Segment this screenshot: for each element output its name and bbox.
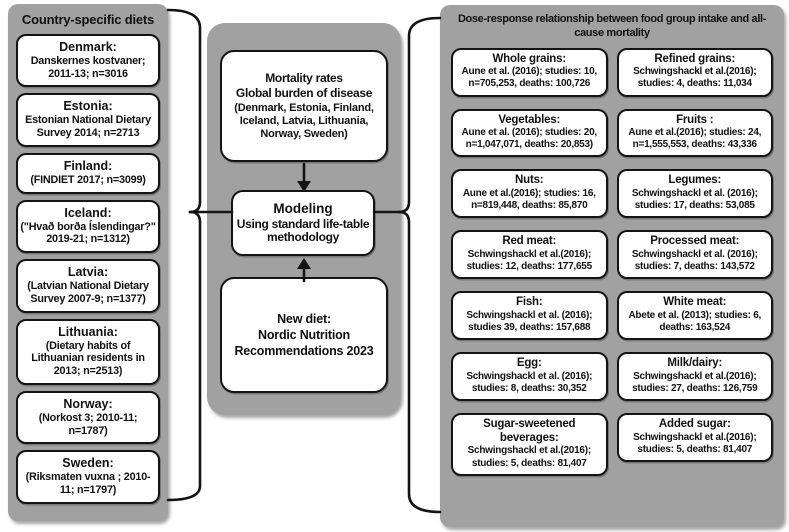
food-evidence: Schwingshackl et al.(2016); studies: 4, …	[633, 66, 757, 90]
modeling-box: Modeling Using standard life-table metho…	[231, 190, 375, 256]
country-box-denmark: Denmark: Danskernes kostvaner; 2011-13; …	[16, 34, 160, 88]
food-name: Red meat:	[502, 235, 557, 248]
food-box-egg: Egg: Schwingshackl et al. (2016); studie…	[451, 352, 608, 402]
country-survey-detail: Estonian National Dietary Survey 2014; n…	[25, 114, 151, 140]
food-evidence: Schwingshackl et al. (2016); studies 39,…	[466, 309, 593, 334]
food-box-sugar-sweetened-beverages: Sugar-sweetened beverages: Schwingshackl…	[451, 413, 608, 476]
food-evidence: Aune et al. (2016); studies: 20, n=1,047…	[461, 127, 598, 151]
food-evidence: Aune et al. (2016); studies: 10, n=705,2…	[461, 66, 598, 90]
country-box-estonia: Estonia: Estonian National Dietary Surve…	[16, 93, 160, 147]
dose-response-title: Dose-response relationship between food …	[457, 13, 767, 40]
food-box-vegetables: Vegetables: Aune et al. (2016); studies:…	[451, 108, 608, 158]
country-survey-detail: (Riksmaten vuxna ; 2010-11; n=1797)	[25, 471, 151, 497]
food-box-processed-meat: Processed meat: Schwingshackl et al. (20…	[616, 230, 773, 280]
country-name: Norway:	[63, 396, 113, 411]
food-evidence: Schwingshackl et al. (2016); studies: 8,…	[466, 370, 593, 395]
food-evidence: Schwingshackl et al.(2016); studies: 5, …	[633, 431, 757, 455]
mortality-line: Global burden of disease	[235, 85, 373, 100]
new-diet-line: Recommendations 2023	[234, 344, 374, 359]
country-name: Denmark:	[59, 40, 117, 54]
new-diet-box: New diet: Nordic Nutrition Recommendatio…	[220, 277, 388, 393]
food-evidence: Schwingshackl et al.(2016); studies: 12,…	[466, 248, 593, 273]
food-name: Fruits :	[676, 113, 714, 126]
food-evidence: Abete et al. (2013); studies: 6, deaths:…	[628, 309, 762, 334]
food-name: Refined grains:	[654, 52, 736, 65]
food-box-fish: Fish: Schwingshackl et al. (2016); studi…	[451, 291, 608, 341]
food-box-refined-grains: Refined grains: Schwingshackl et al.(201…	[616, 47, 773, 97]
food-name: Nuts:	[515, 174, 544, 187]
country-box-sweden: Sweden: (Riksmaten vuxna ; 2010-11; n=17…	[16, 450, 160, 504]
country-name: Latvia:	[67, 265, 109, 280]
food-name: Whole grains:	[492, 52, 567, 65]
dose-response-panel: Dose-response relationship between food …	[440, 5, 784, 527]
food-box-whole-grains: Whole grains: Aune et al. (2016); studie…	[451, 47, 608, 97]
food-evidence: Aune et al.(2016); studies: 16, n=819,44…	[462, 188, 596, 212]
food-name: Egg:	[516, 357, 542, 370]
food-evidence: Schwingshackl et al.(2016); studies: 5, …	[467, 445, 592, 469]
modeling-panel: Mortality rates Global burden of disease…	[207, 23, 401, 415]
food-name: White meat:	[663, 296, 727, 309]
country-box-finland: Finland: (FINDIET 2017; n=3099)	[16, 152, 160, 194]
country-survey-detail: (Norkost 3; 2010-11; n=1787)	[38, 411, 138, 437]
food-box-milk-dairy: Milk/dairy: Schwingshackl et al.(2016); …	[616, 352, 773, 402]
country-name: Iceland:	[64, 205, 112, 220]
new-diet-line: New diet:	[277, 311, 331, 326]
food-name: Vegetables:	[498, 113, 561, 126]
food-columns: Whole grains: Aune et al. (2016); studie…	[440, 45, 784, 486]
mortality-rates-box: Mortality rates Global burden of disease…	[220, 50, 388, 162]
country-box-norway: Norway: (Norkost 3; 2010-11; n=1787)	[16, 390, 160, 445]
country-box-latvia: Latvia: (Latvian National Dietary Survey…	[16, 259, 160, 313]
country-box-iceland: Iceland: ("Hvað borða Íslendingar?" 2019…	[16, 199, 160, 254]
food-name: Legumes:	[668, 174, 722, 187]
country-name: Lithuania:	[58, 324, 118, 339]
food-box-nuts: Nuts: Aune et al.(2016); studies: 16, n=…	[451, 169, 608, 219]
food-name: Added sugar:	[658, 418, 731, 431]
mortality-countries: (Denmark, Estonia, Finland, Iceland, Lat…	[234, 101, 374, 141]
country-name: Sweden:	[62, 456, 114, 471]
food-column-right: Refined grains: Schwingshackl et al.(201…	[616, 47, 773, 476]
country-panel: Country-specific diets Denmark: Danskern…	[8, 4, 168, 521]
country-name: Finland:	[63, 158, 113, 173]
food-name: Milk/dairy:	[667, 357, 723, 370]
food-name: Sugar-sweetened beverages:	[483, 418, 576, 444]
food-evidence: Schwingshackl et al. (2016); studies: 17…	[631, 188, 758, 212]
country-survey-detail: (FINDIET 2017; n=3099)	[30, 173, 146, 186]
food-box-legumes: Legumes: Schwingshackl et al. (2016); st…	[616, 169, 773, 219]
food-evidence: Schwingshackl et al. (2016); studies: 7,…	[631, 248, 758, 273]
country-survey-detail: Danskernes kostvaner; 2011-13; n=3016	[30, 55, 146, 80]
country-name: Estonia:	[63, 99, 113, 114]
country-box-lithuania: Lithuania: (Dietary habits of Lithuanian…	[16, 318, 160, 385]
food-evidence: Schwingshackl et al.(2016); studies: 27,…	[632, 370, 758, 395]
food-box-added-sugar: Added sugar: Schwingshackl et al.(2016);…	[616, 413, 773, 463]
modeling-subtitle: Using standard life-table methodology	[236, 216, 370, 245]
modeling-title: Modeling	[273, 201, 333, 217]
country-list: Denmark: Danskernes kostvaner; 2011-13; …	[8, 32, 168, 512]
food-box-fruits: Fruits : Aune et al.(2016); studies: 24,…	[616, 108, 773, 158]
mortality-line: Mortality rates	[265, 70, 343, 85]
country-survey-detail: (Latvian National Dietary Survey 2007-9;…	[27, 280, 149, 305]
country-survey-detail: ("Hvað borða Íslendingar?" 2019-21; n=13…	[20, 220, 156, 246]
food-column-left: Whole grains: Aune et al. (2016); studie…	[451, 47, 608, 476]
food-box-white-meat: White meat: Abete et al. (2013); studies…	[616, 291, 773, 341]
food-name: Processed meat:	[650, 235, 740, 248]
new-diet-line: Nordic Nutrition	[258, 327, 350, 342]
food-box-red-meat: Red meat: Schwingshackl et al.(2016); st…	[451, 230, 608, 280]
country-panel-title: Country-specific diets	[21, 12, 155, 27]
food-evidence: Aune et al.(2016); studies: 24, n=1,555,…	[628, 127, 762, 151]
country-survey-detail: (Dietary habits of Lithuanian residents …	[31, 339, 145, 378]
food-name: Fish:	[516, 296, 543, 309]
